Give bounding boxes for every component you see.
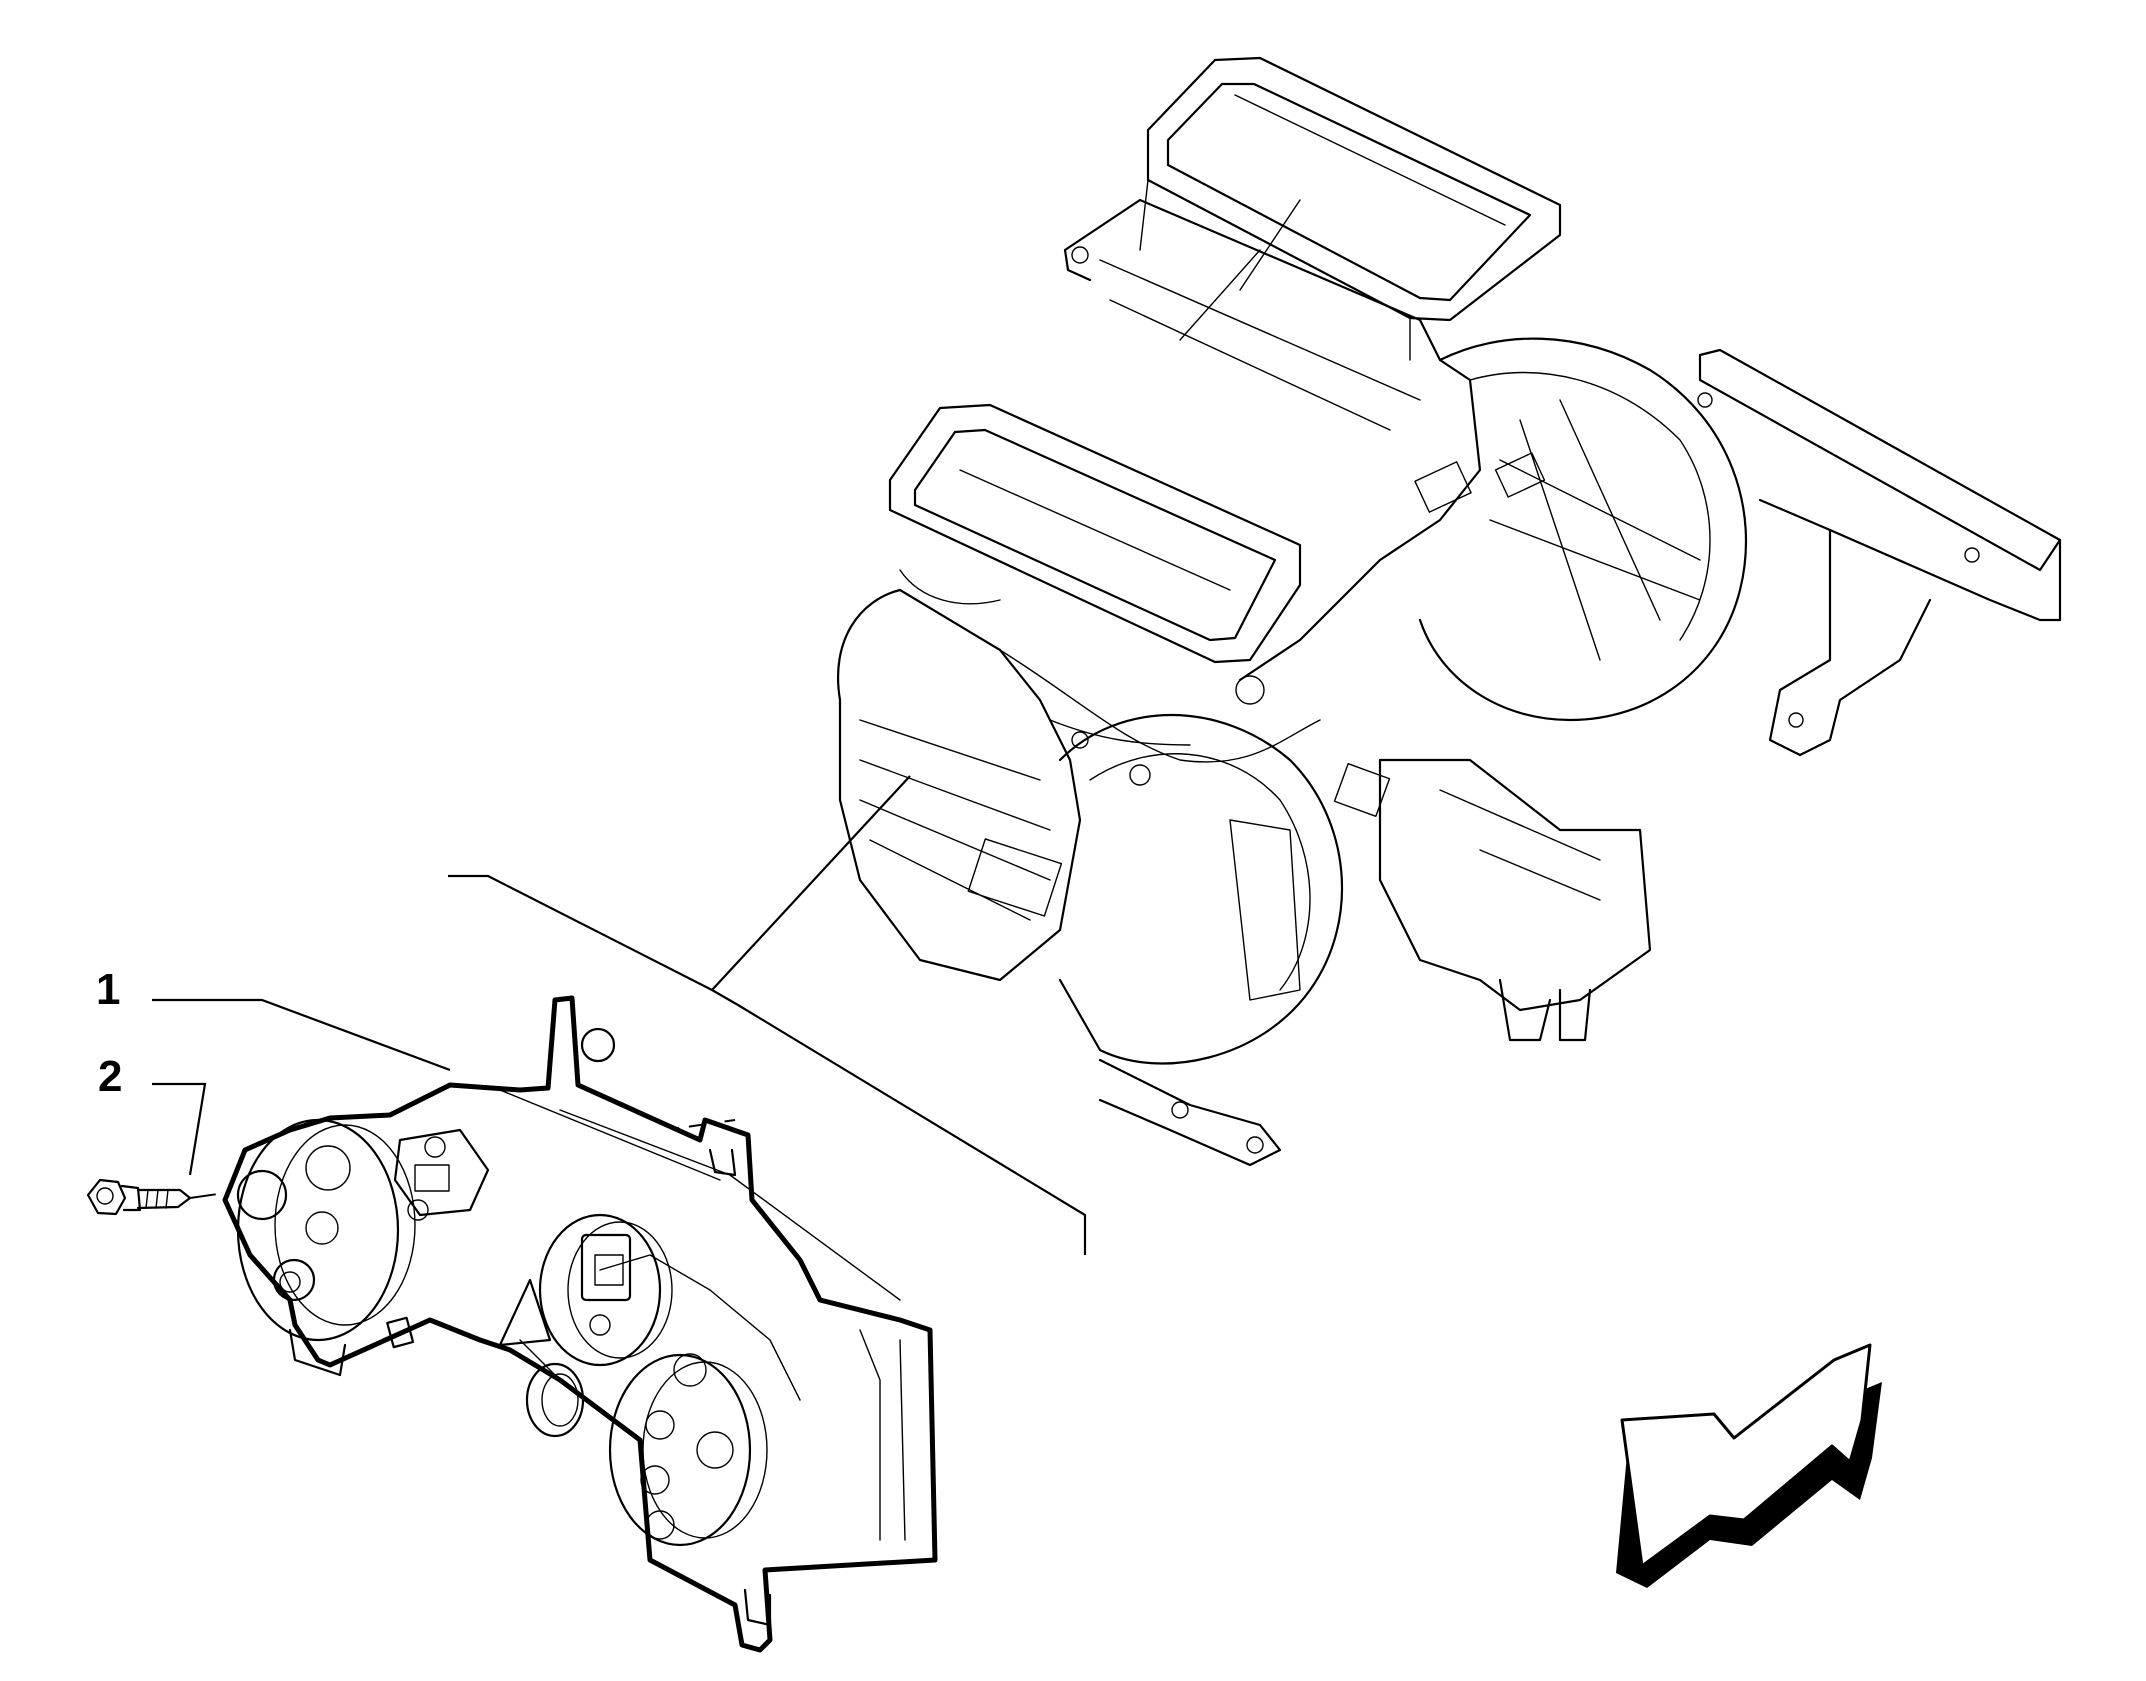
direction-arrow-icon <box>1616 1343 1882 1588</box>
heater-hvac-unit <box>837 56 2062 1167</box>
self-tapping-screw <box>86 1178 192 1216</box>
callout-label-1: 1 <box>96 965 121 1014</box>
climate-control-panel <box>222 995 938 1653</box>
callout-label-2: 2 <box>98 1052 123 1101</box>
